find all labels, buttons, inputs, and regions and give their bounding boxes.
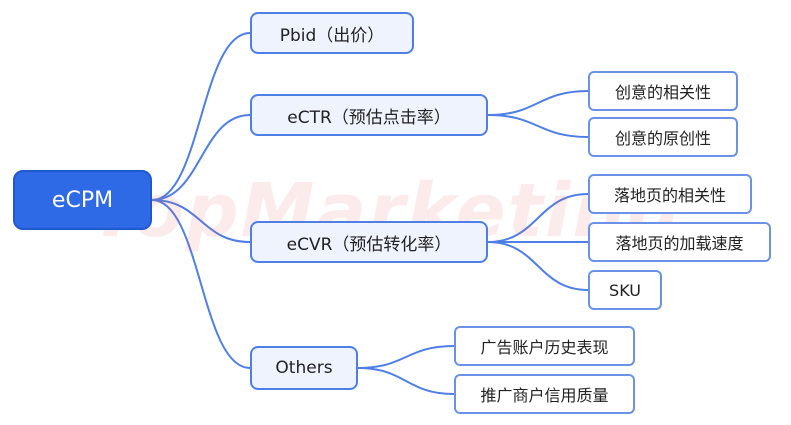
connector-others-to-account-history xyxy=(357,345,455,369)
connector-ectr-to-originality xyxy=(487,114,589,138)
leaf-node-account-history[interactable]: 广告账户历史表现 xyxy=(454,326,635,366)
leaf-node-landing-relevance[interactable]: 落地页的相关性 xyxy=(588,174,752,214)
root-node-ecpm[interactable]: eCPM xyxy=(13,170,152,230)
leaf-node-creative-relevance[interactable]: 创意的相关性 xyxy=(588,71,738,111)
leaf-node-landing-speed[interactable]: 落地页的加载速度 xyxy=(588,222,771,262)
leaf-node-merchant-credit[interactable]: 推广商户信用质量 xyxy=(454,374,635,414)
connector-ecvr-to-sku xyxy=(487,241,589,291)
connector-root-to-pbid xyxy=(151,32,251,201)
branch-node-pbid[interactable]: Pbid（出价） xyxy=(250,12,414,54)
connector-ecvr-to-landing-relevance xyxy=(487,193,589,243)
branch-node-ectr[interactable]: eCTR（预估点击率） xyxy=(250,94,488,136)
leaf-node-sku[interactable]: SKU xyxy=(588,270,662,310)
connector-ectr-to-relevance xyxy=(487,90,589,116)
branch-node-others[interactable]: Others xyxy=(250,346,358,390)
branch-node-ecvr[interactable]: eCVR（预估转化率） xyxy=(250,221,488,263)
leaf-node-creative-originality[interactable]: 创意的原创性 xyxy=(588,117,738,157)
connector-root-to-others xyxy=(151,199,251,369)
connector-root-to-ecvr xyxy=(151,199,251,243)
connector-others-to-merchant-credit xyxy=(357,367,455,395)
connector-root-to-ectr xyxy=(151,114,251,201)
